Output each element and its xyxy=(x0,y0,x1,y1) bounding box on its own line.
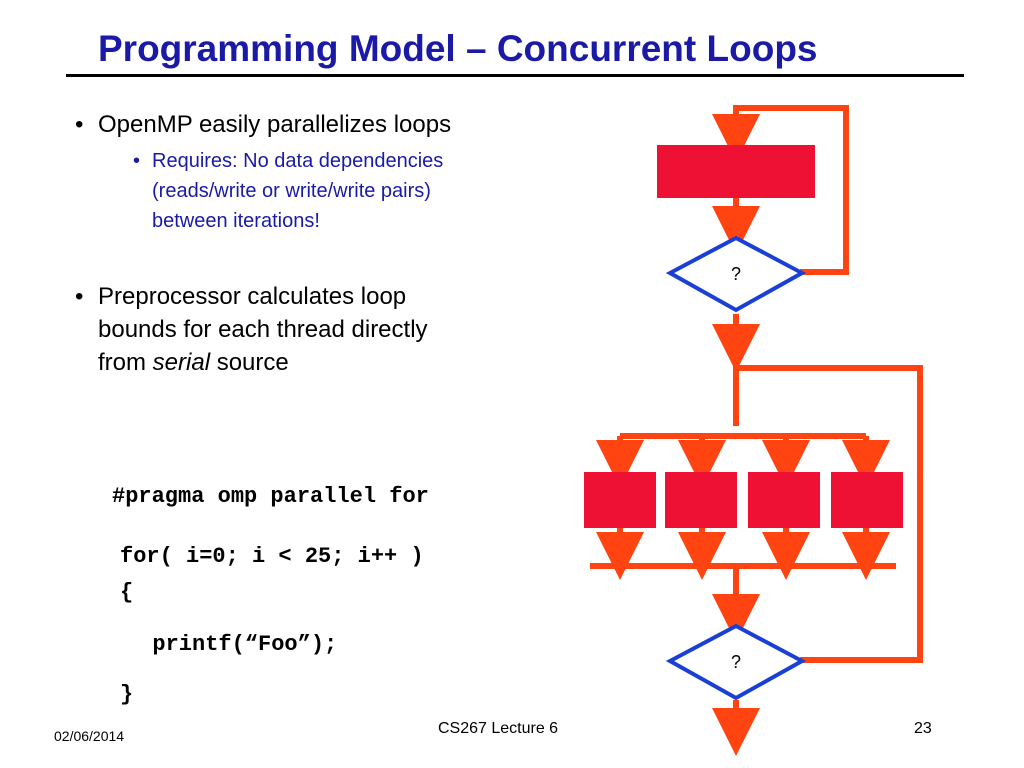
sub-bullet-requires: • Requires: No data dependencies (reads/… xyxy=(133,146,444,236)
code-open-brace: { xyxy=(120,580,134,605)
bullet-line-last: from serial source xyxy=(98,346,428,379)
bullet-preprocessor: • Preprocessor calculates loop bounds fo… xyxy=(75,280,428,379)
footer-date: 02/06/2014 xyxy=(54,728,125,744)
bullet-line: bounds for each thread directly xyxy=(98,316,428,343)
parallel-block-2 xyxy=(665,472,737,528)
bullet-openmp: • OpenMP easily parallelizes loops xyxy=(75,108,452,141)
title-underline xyxy=(66,74,964,77)
decision-label-top: ? xyxy=(731,264,741,284)
sub-bullet-line: between iterations! xyxy=(152,210,320,232)
code-printf-line: printf(“Foo”); xyxy=(126,632,338,657)
loop-back-arrow-bottom xyxy=(733,365,923,663)
sub-bullet-line: (reads/write or write/write pairs) xyxy=(152,180,431,202)
sub-bullet-line: Requires: No data dependencies xyxy=(152,150,444,172)
decision-label-bottom: ? xyxy=(731,652,741,672)
serial-loop-body-block xyxy=(657,145,815,198)
code-for-line: for( i=0; i < 25; i++ ) xyxy=(120,544,424,569)
bullet-glyph: • xyxy=(75,111,84,138)
loop-back-arrow-top xyxy=(712,105,849,275)
bullet-text: source xyxy=(210,349,289,376)
decision-diamond-top xyxy=(665,235,807,313)
footer-page-number: 23 xyxy=(914,720,932,737)
code-close-brace: } xyxy=(120,682,134,707)
bullet-glyph: • xyxy=(133,150,141,172)
bullet-line: Preprocessor calculates loop xyxy=(98,283,407,310)
decision-diamond-bottom xyxy=(665,623,807,701)
bullet-text: from xyxy=(98,349,153,376)
parallel-block-4 xyxy=(831,472,903,528)
emphasis-serial: serial xyxy=(152,349,211,376)
bullet-glyph: • xyxy=(75,283,84,310)
parallel-block-1 xyxy=(584,472,656,528)
bullet-text: OpenMP easily parallelizes loops xyxy=(98,111,452,138)
code-pragma: #pragma omp parallel for xyxy=(112,484,429,509)
footer-course: CS267 Lecture 6 xyxy=(438,720,559,737)
parallel-block-3 xyxy=(748,472,820,528)
slide-title: Programming Model – Concurrent Loops xyxy=(98,28,818,69)
